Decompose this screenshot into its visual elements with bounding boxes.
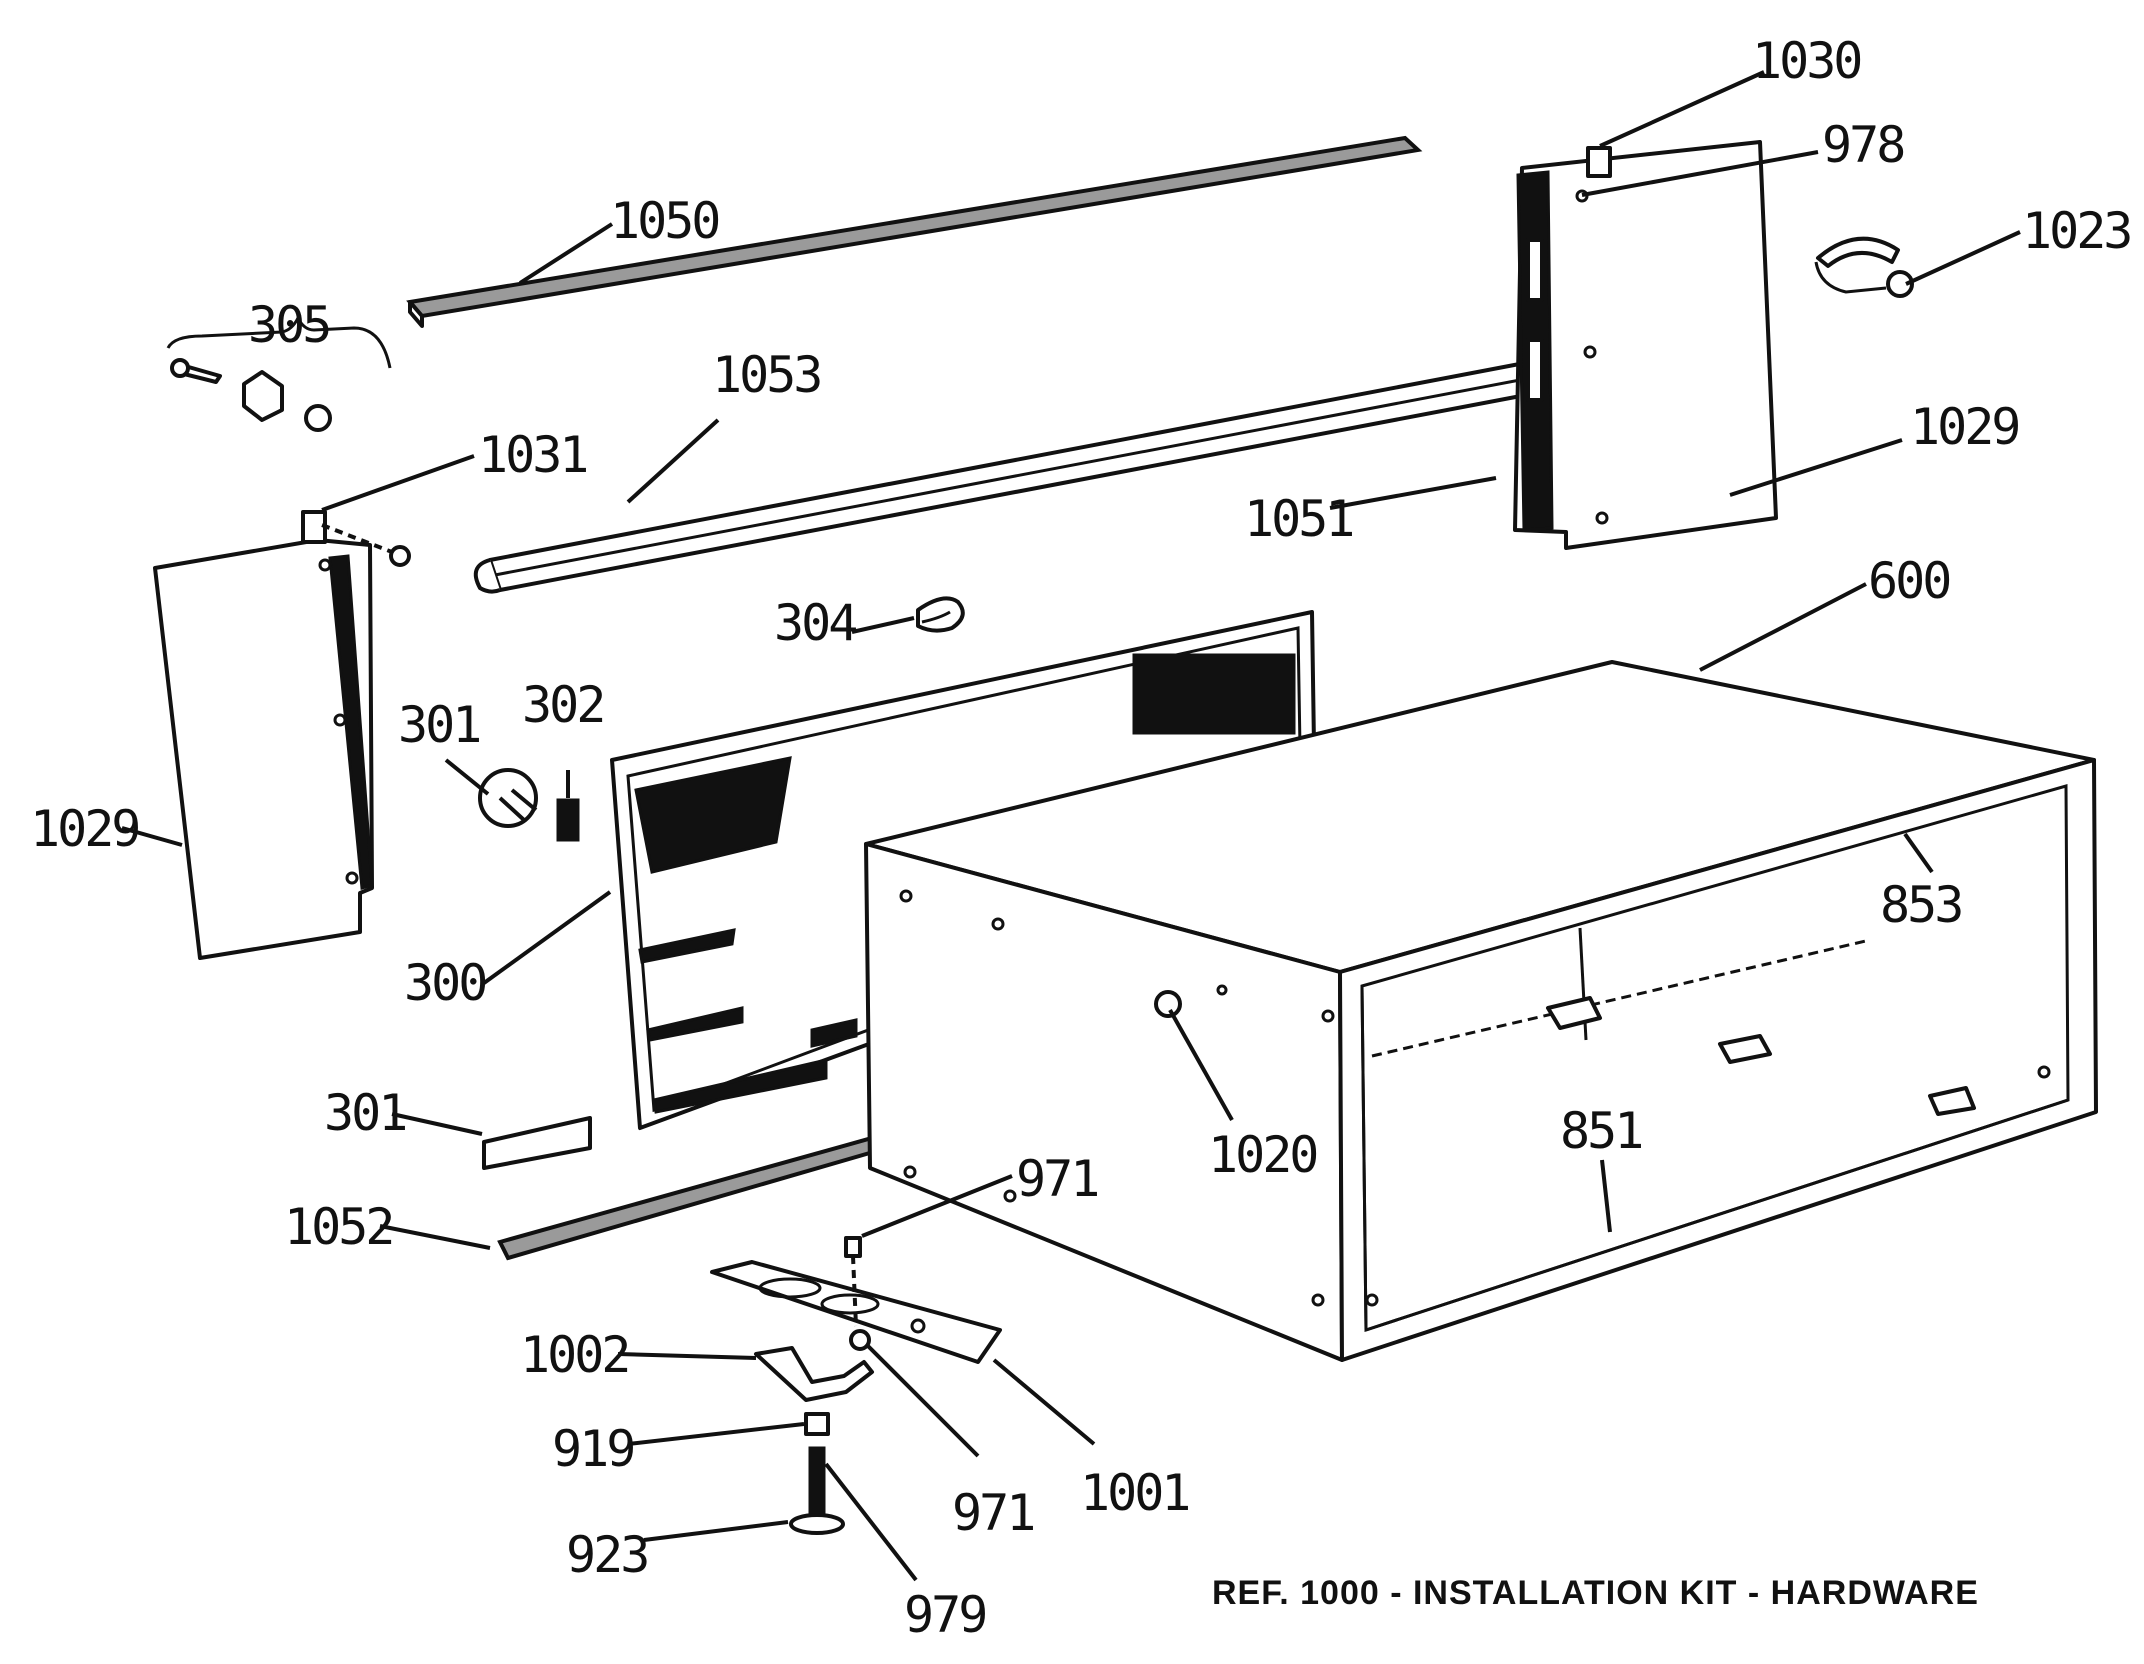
part-600-cabinet-sleeve bbox=[864, 660, 2098, 1362]
label-1052: 1052 bbox=[284, 1198, 392, 1256]
label-301-upper: 301 bbox=[398, 696, 479, 754]
label-600: 600 bbox=[1868, 552, 1949, 610]
label-1001: 1001 bbox=[1080, 1464, 1188, 1522]
part-301-receptacle bbox=[478, 768, 538, 828]
label-851: 851 bbox=[1560, 1102, 1641, 1160]
part-971-screw-upper bbox=[844, 1236, 862, 1327]
label-1023: 1023 bbox=[2022, 202, 2130, 260]
label-923: 923 bbox=[566, 1526, 647, 1584]
label-1002: 1002 bbox=[520, 1326, 628, 1384]
part-971-screw-lower bbox=[849, 1329, 871, 1351]
label-1030: 1030 bbox=[1752, 32, 1860, 90]
label-1031: 1031 bbox=[478, 426, 586, 484]
part-1031-screw bbox=[321, 523, 411, 567]
label-1029-right: 1029 bbox=[1910, 398, 2018, 456]
diagram-caption: REF. 1000 - INSTALLATION KIT - HARDWARE bbox=[1212, 1574, 1979, 1612]
part-923-foot-pad bbox=[789, 1513, 845, 1535]
leader-lines bbox=[121, 70, 2021, 1582]
part-304-clip bbox=[916, 596, 965, 633]
part-1029-right-side-panel bbox=[1513, 140, 1778, 550]
part-979-leveling-bolt bbox=[808, 1446, 826, 1522]
part-1023-clip bbox=[1814, 236, 1914, 298]
part-301-block bbox=[482, 1116, 592, 1170]
part-305-hardware-set bbox=[166, 314, 392, 432]
label-1050: 1050 bbox=[610, 192, 718, 250]
label-971-upper: 971 bbox=[1016, 1150, 1097, 1208]
part-1020-plug bbox=[1154, 984, 1228, 1018]
label-301-lower: 301 bbox=[324, 1084, 405, 1142]
part-number-labels: 1030 978 1023 1050 305 1053 1031 1029 10… bbox=[30, 32, 2133, 1644]
part-919-nut bbox=[804, 1412, 830, 1436]
label-1020: 1020 bbox=[1208, 1126, 1316, 1184]
label-1051: 1051 bbox=[1244, 490, 1352, 548]
label-979: 979 bbox=[904, 1586, 985, 1644]
part-302-fuse bbox=[556, 798, 580, 842]
label-1029-left: 1029 bbox=[30, 800, 138, 858]
label-919: 919 bbox=[552, 1420, 633, 1478]
part-1002-foot-bracket bbox=[754, 1346, 874, 1402]
part-1029-left-side-panel bbox=[153, 510, 374, 960]
label-304: 304 bbox=[774, 594, 856, 652]
label-853: 853 bbox=[1880, 876, 1961, 934]
label-1053: 1053 bbox=[712, 346, 820, 404]
label-978: 978 bbox=[1822, 116, 1903, 174]
label-302: 302 bbox=[522, 676, 603, 734]
part-1050-top-strip bbox=[406, 135, 1423, 328]
label-971-lower: 971 bbox=[952, 1484, 1033, 1542]
part-1030-bracket bbox=[1586, 146, 1612, 178]
grille-louvers bbox=[634, 756, 858, 1114]
label-305: 305 bbox=[248, 296, 329, 354]
label-300: 300 bbox=[404, 954, 485, 1012]
